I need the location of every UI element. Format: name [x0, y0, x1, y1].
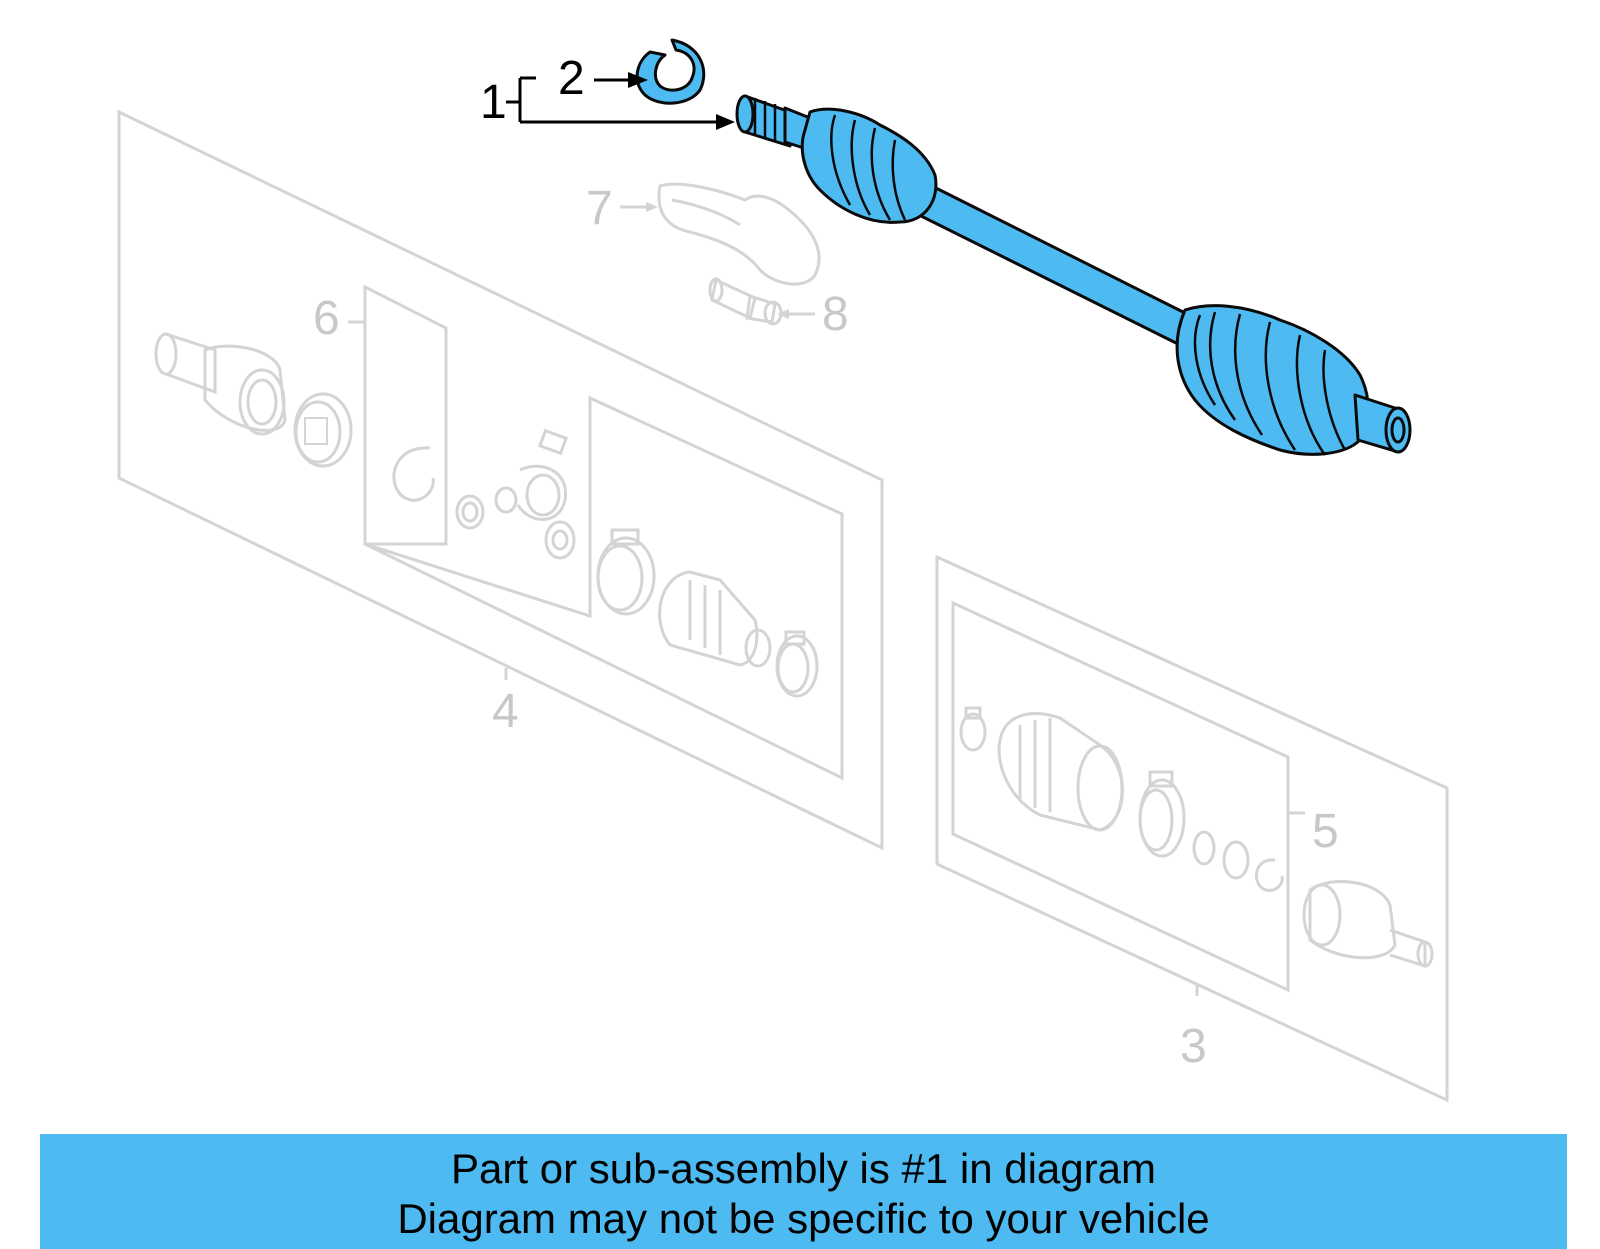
tripod-icon [455, 428, 576, 560]
axle-shaft-assembly[interactable] [735, 94, 1412, 456]
panel-4 [117, 109, 884, 851]
callout-1: 1 [480, 76, 507, 129]
small-clamp-icon [775, 630, 819, 698]
heat-shield-part-7 [657, 182, 821, 286]
callout-8: 8 [822, 288, 849, 341]
callout-5: 5 [1312, 805, 1339, 858]
cv-boot-icon [997, 712, 1124, 832]
snap-ring-part-2[interactable] [635, 38, 706, 105]
flange-icon [293, 392, 353, 468]
panel-3 [935, 554, 1449, 1103]
callout-2: 2 [558, 52, 585, 105]
banner-line-1: Part or sub-assembly is #1 in diagram [451, 1145, 1156, 1192]
leader-lines-faded [620, 202, 815, 319]
bolt-part-8 [708, 277, 783, 326]
boot-clamp-icon [1138, 770, 1186, 858]
cv-boot-icon [658, 570, 772, 668]
boot-clamp-icon [596, 528, 656, 616]
subpanel-5 [951, 600, 1290, 993]
panel-3-parts [959, 706, 1434, 969]
snap-ring-icon [392, 446, 435, 502]
leader-lines-active [506, 72, 735, 130]
snap-ring-icon [1254, 858, 1284, 892]
callout-7: 7 [586, 182, 613, 235]
bearing-icon [1222, 840, 1250, 880]
callout-3: 3 [1180, 1020, 1207, 1073]
info-banner: Part or sub-assembly is #1 in diagram Di… [40, 1134, 1567, 1249]
washer-icon [1192, 830, 1216, 866]
subpanel-6 [363, 284, 448, 546]
outer-cv-joint-icon [1302, 880, 1434, 969]
callout-4: 4 [492, 685, 519, 738]
callout-6: 6 [313, 292, 340, 345]
panel-4-parts [154, 332, 819, 698]
banner-line-2: Diagram may not be specific to your vehi… [397, 1195, 1210, 1242]
outer-cv-joint-icon [154, 332, 287, 436]
small-clamp-icon [959, 706, 987, 752]
